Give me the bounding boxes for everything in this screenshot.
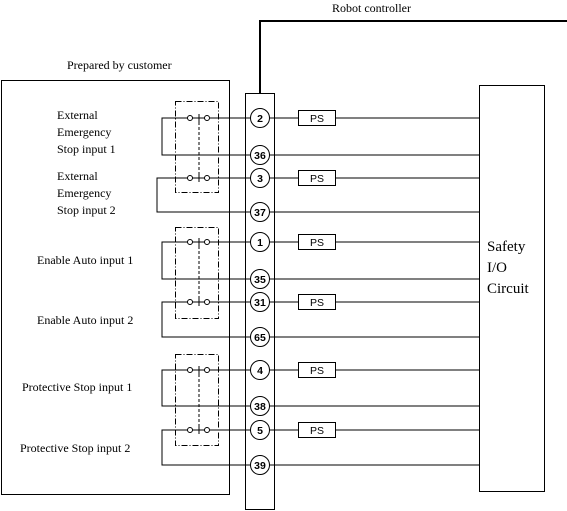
wire <box>161 241 251 280</box>
contact <box>187 175 193 181</box>
input-label: Enable Auto input 1 <box>37 253 133 267</box>
contact <box>187 115 193 121</box>
terminal-label: 4 <box>257 365 263 377</box>
input-circuit-3: Enable Auto input 1 1 35 PS <box>37 232 479 289</box>
wire <box>161 429 251 466</box>
contact <box>204 115 210 121</box>
robot-controller-outline <box>259 20 567 93</box>
input-label: Protective Stop input 2 <box>20 441 130 455</box>
input-label: Enable Auto input 2 <box>37 313 133 327</box>
switch-group-emergency-stop <box>175 101 219 193</box>
input-circuit-4: Enable Auto input 2 31 65 PS <box>37 292 479 347</box>
ps-box <box>298 422 336 438</box>
ps-box <box>298 362 336 378</box>
ps-box <box>298 234 336 250</box>
ps-box <box>298 110 336 126</box>
switch-group-enable-auto <box>175 227 219 319</box>
terminal-label: 3 <box>257 173 263 185</box>
ps-label: PS <box>310 173 324 185</box>
terminal-label: 39 <box>254 460 266 472</box>
terminal-label: 38 <box>254 401 266 413</box>
ps-box <box>298 170 336 186</box>
contact <box>187 239 193 245</box>
wire <box>161 117 251 156</box>
contact <box>204 299 210 305</box>
input-label: Protective Stop input 1 <box>22 380 132 394</box>
input-label: Emergency <box>57 125 111 139</box>
robot-controller-label: Robot controller <box>332 1 411 15</box>
ps-label: PS <box>310 113 324 125</box>
ps-label: PS <box>310 297 324 309</box>
input-label: Stop input 2 <box>57 203 116 217</box>
contact <box>204 427 210 433</box>
terminal-label: 35 <box>254 274 266 286</box>
wire <box>161 369 251 407</box>
wire <box>161 301 251 338</box>
contact <box>204 367 210 373</box>
safety-circuit-line-1: Safety <box>487 239 526 255</box>
terminal-label: 1 <box>257 237 263 249</box>
contact <box>187 427 193 433</box>
safety-circuit-line-3: Circuit <box>487 281 529 297</box>
switch-group-protective-stop <box>175 354 219 446</box>
customer-box <box>1 80 230 495</box>
ps-label: PS <box>310 425 324 437</box>
terminal-label: 2 <box>257 113 263 125</box>
contact <box>204 239 210 245</box>
contact <box>187 367 193 373</box>
input-label: External <box>57 169 98 183</box>
safety-circuit-line-2: I/O <box>487 260 507 276</box>
switch-groups <box>175 101 219 446</box>
input-label: Stop input 1 <box>57 142 116 156</box>
terminal-label: 37 <box>254 207 266 219</box>
input-label: External <box>57 108 98 122</box>
ps-label: PS <box>310 237 324 249</box>
terminal-label: 5 <box>257 425 263 437</box>
safety-io-circuit-box <box>479 85 545 492</box>
terminal-label: 36 <box>254 150 266 162</box>
customer-label: Prepared by customer <box>67 58 172 72</box>
ps-label: PS <box>310 365 324 377</box>
contact <box>204 175 210 181</box>
terminal-label: 65 <box>254 332 266 344</box>
ps-box <box>298 294 336 310</box>
input-label: Emergency <box>57 186 111 200</box>
input-circuit-5: Protective Stop input 1 4 38 PS <box>22 360 479 416</box>
wire <box>156 177 251 213</box>
input-circuit-6: Protective Stop input 2 5 39 PS <box>20 420 479 475</box>
contact <box>187 299 193 305</box>
terminal-label: 31 <box>254 297 266 309</box>
